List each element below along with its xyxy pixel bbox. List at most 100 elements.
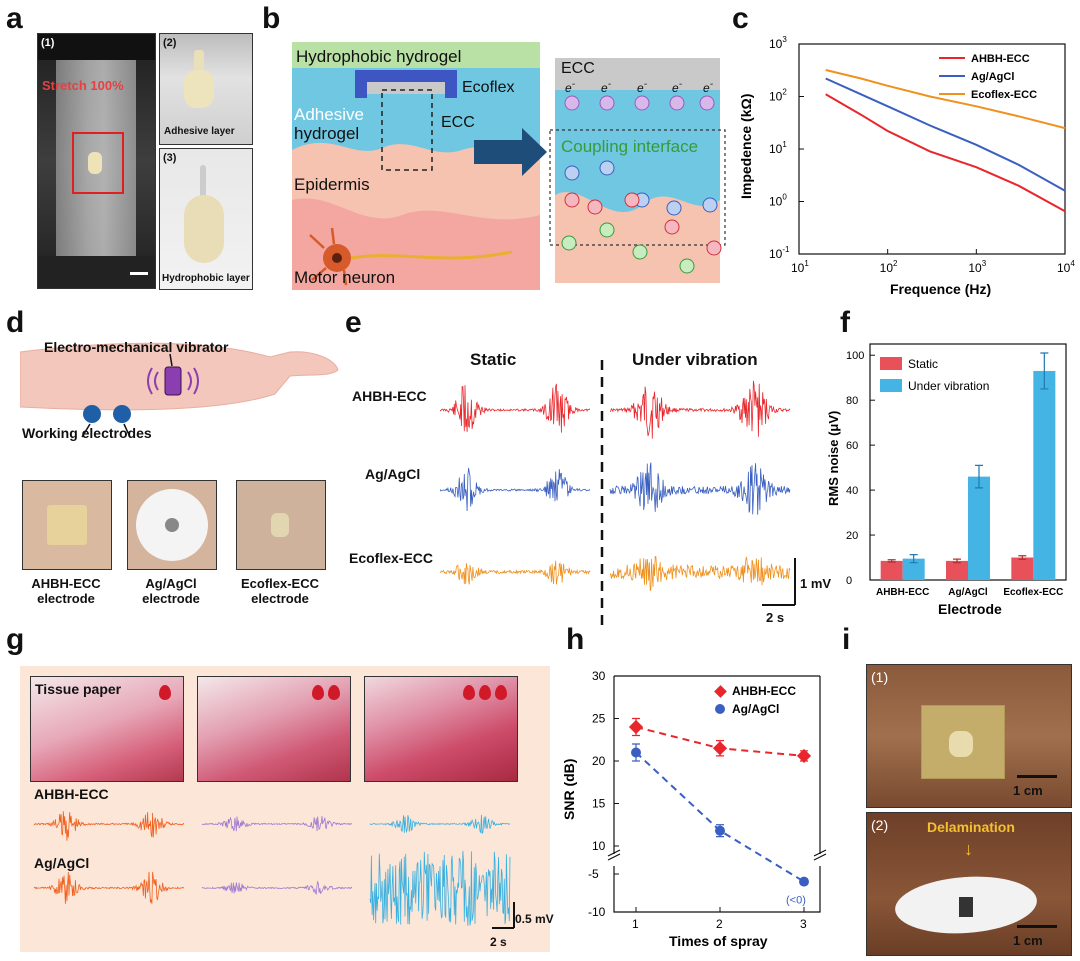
pad-body <box>184 70 214 108</box>
vibration-waves-icon <box>147 367 199 395</box>
neuron-icon <box>309 227 513 286</box>
adhesive-label: Adhesive <box>294 105 364 124</box>
plot-frame <box>798 43 1066 255</box>
error-bar <box>1018 555 1027 560</box>
pad-stem <box>194 50 204 76</box>
y-axis-label: SNR (dB) <box>561 759 577 820</box>
drop-icon <box>463 685 475 700</box>
series-line-1 <box>825 77 1066 192</box>
tissue-paper-label: Tissue paper <box>35 681 122 697</box>
y-tick-label: 0 <box>846 575 852 587</box>
hydrophobic-hydrogel-layer <box>292 42 540 68</box>
highlight-box <box>72 132 124 194</box>
dermis-region <box>292 198 540 290</box>
panel-label-f: f <box>840 306 850 339</box>
x-tick-label: 1 <box>632 917 639 931</box>
emg-traces <box>440 360 796 625</box>
g-row-label-ahbh: AHBH-ECC <box>34 786 109 802</box>
pad-body <box>184 195 224 263</box>
x-tick-label: 2 <box>716 917 723 931</box>
x-axis-label: Frequence (Hz) <box>890 281 991 297</box>
i-scale-bar-1 <box>1017 775 1057 778</box>
delaminated-electrode-photo: (2) Delamination ↓ 1 cm <box>866 812 1072 956</box>
pointer-line <box>169 353 173 367</box>
right-hydrogel <box>555 90 720 213</box>
data-point-1 <box>715 825 725 836</box>
trace-ecoflex-vibration <box>609 556 791 592</box>
vibrator-label: Electro-mechanical vibrator <box>44 339 229 355</box>
legend-marker <box>714 685 727 698</box>
y-tick-label: 10-1 <box>769 245 790 261</box>
annotation-label: (<0) <box>786 895 806 907</box>
caption-line: electrode <box>251 591 309 606</box>
g-trace-agcl-2 <box>201 880 353 896</box>
data-point-0 <box>712 741 728 756</box>
g-trace-ahbh-3 <box>369 814 511 835</box>
x-axis-label: Electrode <box>938 601 1002 617</box>
panel-label-a: a <box>6 2 23 35</box>
attached-electrode-photo: (1) 1 cm <box>866 664 1072 808</box>
coupling-interface-label: Coupling interface <box>561 137 699 156</box>
y-tick-label: -10 <box>588 905 606 919</box>
drop-icon <box>159 685 171 700</box>
ecc-layer <box>367 82 445 94</box>
g-emg-traces <box>33 811 515 929</box>
error-bar <box>953 558 961 564</box>
drop-icon <box>495 685 507 700</box>
electron-symbol: e <box>601 81 608 95</box>
caption-line: AHBH-ECC <box>31 576 101 591</box>
hydrophobic-layer-label: Hydrophobic layer <box>162 273 250 284</box>
pointer-lines <box>81 423 131 438</box>
trace-ahbh-vibration <box>609 380 791 439</box>
sub-label-2: (2) <box>163 37 177 49</box>
epidermis-label: Epidermis <box>294 175 370 194</box>
electron-symbol: e <box>672 81 679 95</box>
tissue-photo-3 <box>364 676 518 782</box>
arrow-down-icon: ↓ <box>964 839 973 859</box>
zoom-box <box>381 89 433 171</box>
working-electrodes-label: Working electrodes <box>22 425 152 441</box>
snap <box>165 518 179 532</box>
i-sub-label-2: (2) <box>871 817 889 833</box>
scale-bar <box>130 272 148 275</box>
data-point-0 <box>796 748 812 763</box>
legend-marker <box>715 704 725 714</box>
legend-label: AHBH-ECC <box>732 684 796 698</box>
y-tick-label: 100 <box>846 350 864 362</box>
error-bar <box>1040 352 1049 390</box>
tissue-photo-2 <box>197 676 351 782</box>
data-point-1 <box>799 876 809 887</box>
trace-ahbh-static <box>440 383 591 433</box>
sub-label-3: (3) <box>163 152 177 164</box>
y-tick-label: -5 <box>588 867 599 881</box>
drop-icon <box>312 685 324 700</box>
tissue-photo-1: Tissue paper <box>30 676 184 782</box>
legend-label: AHBH-ECC <box>971 53 1030 65</box>
error-bar <box>909 554 918 564</box>
series-line-2 <box>825 69 1066 130</box>
hydrophobic-layer-photo: (3) Hydrophobic layer <box>159 148 253 290</box>
electrode-dot-icon <box>83 405 101 423</box>
g-trace-ahbh-1 <box>33 811 185 841</box>
ecoflex-strip <box>355 70 457 82</box>
x-tick-label: Ag/AgCl <box>948 587 988 598</box>
x-tick-label: AHBH-ECC <box>876 587 929 598</box>
y-axis-label: RMS noise (μV) <box>826 411 841 506</box>
skin-charges <box>561 160 722 274</box>
coupling-box <box>549 129 726 246</box>
y-axis-label: Impedence (kΩ) <box>738 94 754 199</box>
g-row-label-agcl: Ag/AgCl <box>34 855 90 871</box>
x-tick-label: 102 <box>880 259 898 275</box>
adhesive-hydrogel-layer <box>292 68 540 153</box>
right-ecc <box>555 58 720 90</box>
legend-swatch <box>880 357 902 370</box>
legend-label: Static <box>908 357 938 371</box>
y-tick-label: 40 <box>846 485 858 497</box>
g-trace-agcl-1 <box>33 871 185 904</box>
disc-snap <box>959 897 973 917</box>
